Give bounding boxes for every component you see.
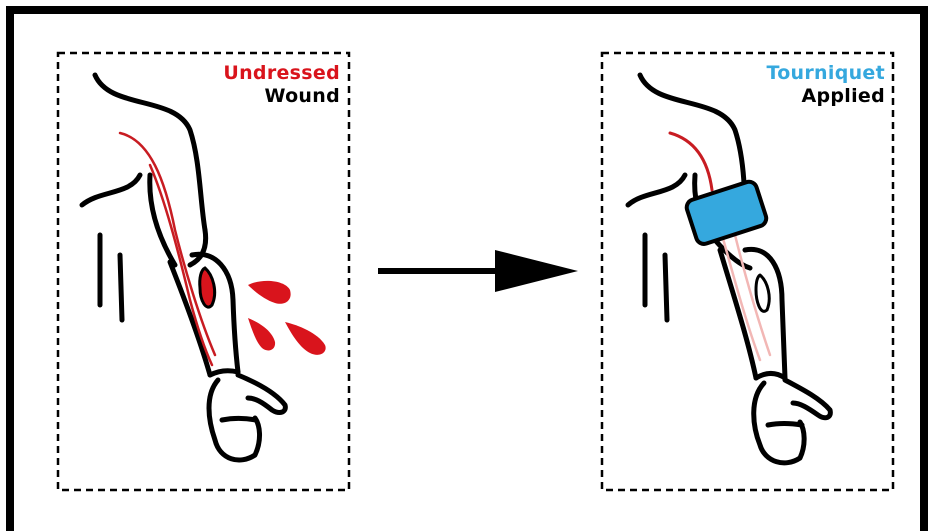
right-arrow-icon: [378, 250, 578, 292]
left-label-line2: Wound: [190, 85, 340, 108]
left-label-line1: Undressed: [190, 62, 340, 85]
wound-mark: [200, 268, 215, 307]
tourniqueted-arm-icon: [628, 75, 830, 463]
right-label-line1: Tourniquet: [735, 62, 885, 85]
right-panel-label: Tourniquet Applied: [735, 62, 885, 108]
left-panel-label: Undressed Wound: [190, 62, 340, 108]
blood-drops: [248, 281, 326, 355]
right-label-line2: Applied: [735, 85, 885, 108]
